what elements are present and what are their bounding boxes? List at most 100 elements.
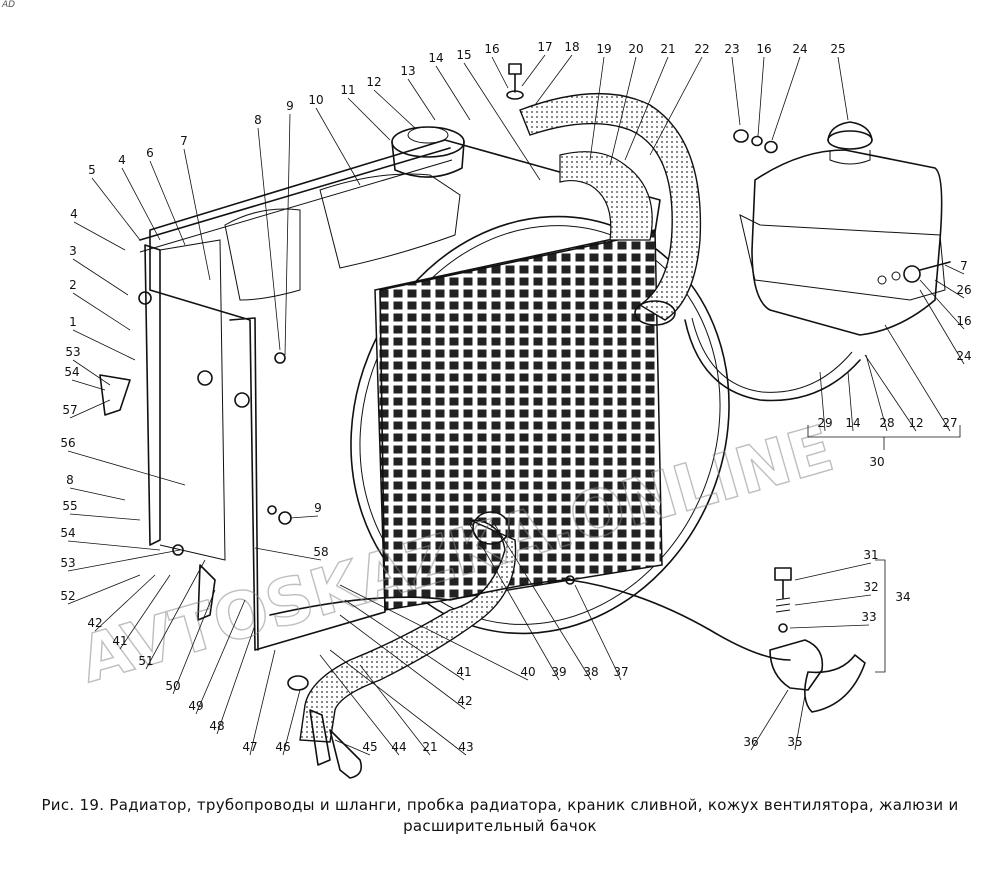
callout-36: 36 [743, 735, 758, 749]
callout-28: 28 [879, 416, 894, 430]
leader-line-24 [919, 289, 965, 365]
callout-48: 48 [209, 719, 224, 733]
washers-nut [733, 129, 778, 154]
callout-22: 22 [694, 42, 709, 56]
leader-line-27 [884, 324, 951, 432]
callout-31: 31 [863, 548, 878, 562]
callout-26: 26 [956, 283, 971, 297]
leader-line-40 [339, 584, 529, 681]
callout-52: 52 [60, 589, 75, 603]
leader-line-9 [289, 515, 319, 519]
leader-line-22 [649, 56, 703, 156]
leader-line-42 [94, 574, 156, 632]
leader-line-54 [67, 540, 161, 551]
leader-line-18 [534, 54, 573, 106]
leader-line-39 [469, 524, 560, 681]
leader-line-36 [750, 689, 789, 751]
callout-27: 27 [942, 416, 957, 430]
leader-line-11 [347, 97, 391, 141]
leader-line-5 [91, 177, 141, 241]
callout-14: 14 [845, 416, 860, 430]
shutter-handle [769, 567, 866, 713]
leader-line-56 [67, 450, 186, 486]
leader-line-53 [72, 359, 111, 386]
callout-9: 9 [314, 501, 322, 515]
callout-19: 19 [596, 42, 611, 56]
leader-line-20 [609, 56, 637, 166]
callout-2: 2 [69, 278, 77, 292]
callout-12: 12 [908, 416, 923, 430]
leader-line-14 [847, 371, 854, 432]
callout-16: 16 [956, 314, 971, 328]
callout-23: 23 [724, 42, 739, 56]
callout-29: 29 [817, 416, 832, 430]
callout-41: 41 [112, 634, 127, 648]
callout-56: 56 [60, 436, 75, 450]
bracket-34 [875, 559, 886, 673]
caption-line-1: Рис. 19. Радиатор, трубопроводы и шланги… [41, 796, 959, 814]
leader-line-33 [789, 624, 870, 629]
leader-line-48 [216, 624, 256, 735]
callout-58: 58 [313, 545, 328, 559]
callout-12: 12 [366, 75, 381, 89]
callout-11: 11 [340, 83, 355, 97]
callout-25: 25 [830, 42, 845, 56]
callout-14: 14 [428, 51, 443, 65]
radiator-core [374, 229, 663, 611]
leader-line-32 [794, 594, 872, 606]
callout-4: 4 [118, 153, 126, 167]
callout-34: 34 [895, 590, 910, 604]
callout-3: 3 [69, 244, 77, 258]
callout-42: 42 [457, 694, 472, 708]
callout-18: 18 [564, 40, 579, 54]
leader-line-28 [865, 354, 888, 432]
callout-49: 49 [188, 699, 203, 713]
leader-line-45 [334, 739, 371, 756]
leader-line-51 [145, 559, 206, 670]
callout-53: 53 [65, 345, 80, 359]
callout-21: 21 [660, 42, 675, 56]
callout-43: 43 [458, 740, 473, 754]
leader-line-7 [183, 148, 211, 281]
callout-45: 45 [362, 740, 377, 754]
leader-line-49 [195, 599, 246, 715]
callout-16: 16 [756, 42, 771, 56]
bolt-top [506, 63, 524, 100]
callout-5: 5 [88, 163, 96, 177]
leader-line-21 [624, 56, 669, 161]
side-brackets [99, 291, 292, 621]
callout-32: 32 [863, 580, 878, 594]
callout-30: 30 [869, 455, 884, 469]
radiator-frame [139, 139, 661, 651]
upper-hose [519, 93, 702, 326]
caption-line-2: расширительный бачок [403, 817, 597, 835]
callout-9: 9 [286, 99, 294, 113]
leader-line-25 [837, 56, 849, 121]
callout-39: 39 [551, 665, 566, 679]
callout-50: 50 [165, 679, 180, 693]
leader-line-2 [72, 292, 131, 331]
callout-15: 15 [456, 48, 471, 62]
leader-line-42 [339, 614, 466, 710]
callout-8: 8 [254, 113, 262, 127]
callout-57: 57 [62, 403, 77, 417]
leader-line-35 [794, 694, 806, 751]
leader-line-41 [119, 574, 171, 650]
leader-line-9 [284, 113, 291, 356]
callout-17: 17 [537, 40, 552, 54]
leader-line-12 [373, 89, 416, 129]
leader-line-53 [67, 549, 181, 572]
leader-line-6 [149, 160, 186, 246]
leader-line-19 [589, 56, 605, 161]
callout-10: 10 [308, 93, 323, 107]
leader-line-7 [944, 264, 965, 275]
leader-line-1 [72, 329, 136, 361]
leader-line-16 [757, 56, 765, 137]
callout-51: 51 [138, 654, 153, 668]
leader-line-12 [864, 354, 917, 432]
shutter-cable [269, 575, 791, 661]
callout-24: 24 [792, 42, 807, 56]
leader-line-46 [282, 689, 301, 756]
leader-line-41 [344, 599, 465, 681]
leader-line-58 [254, 547, 322, 561]
